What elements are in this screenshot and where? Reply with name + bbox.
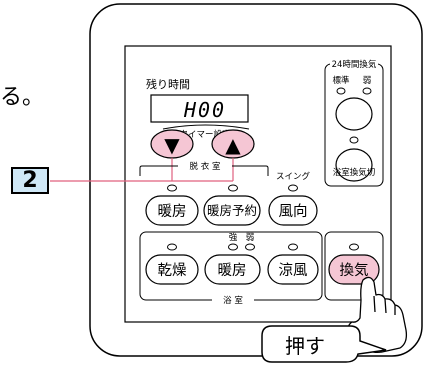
ventilation-24h-label: 24時間換気 bbox=[332, 59, 377, 70]
indicator-lamp bbox=[349, 136, 359, 144]
bath-vent-off-label: 浴室換気切 bbox=[333, 167, 376, 178]
ventilation-mode-button[interactable] bbox=[335, 97, 373, 131]
dressing-room-label: 脱 衣 室 bbox=[190, 161, 221, 172]
weak-label: 弱 bbox=[363, 76, 372, 86]
callout-line bbox=[50, 158, 234, 182]
indicator-lamp bbox=[288, 243, 298, 251]
indicator-lamp bbox=[228, 243, 238, 251]
timer-setting-bracket bbox=[162, 124, 250, 130]
intro-text-fragment: る。 bbox=[0, 85, 45, 110]
swing-label: スイング bbox=[276, 171, 311, 182]
bath-label-bg bbox=[212, 295, 254, 305]
callout-text: 押す bbox=[285, 334, 325, 358]
time-display-frame bbox=[150, 94, 249, 123]
bath-heating-label: 暖房 bbox=[218, 262, 247, 279]
strong-label: 強 bbox=[229, 232, 238, 243]
heating-reservation-label: 暖房予約 bbox=[207, 203, 257, 218]
timer-setting-label: タイマー設定 bbox=[179, 129, 231, 140]
dressing-heating-button[interactable] bbox=[145, 195, 199, 226]
wind-direction-button[interactable] bbox=[268, 195, 318, 226]
bath-vent-off-button[interactable] bbox=[335, 148, 373, 182]
heating-reservation-button[interactable] bbox=[203, 195, 261, 226]
step-number-badge: 2 bbox=[11, 167, 49, 194]
time-display: H00 bbox=[183, 98, 226, 122]
indicator-lamp bbox=[288, 184, 298, 192]
indicator-lamp bbox=[362, 87, 372, 95]
dry-label: 乾燥 bbox=[158, 262, 187, 279]
wind-direction-label: 風向 bbox=[279, 203, 308, 220]
indicator-lamp bbox=[336, 87, 346, 95]
pointing-hand-icon bbox=[347, 276, 408, 354]
ventilation-label: 換気 bbox=[340, 262, 369, 279]
up-triangle-icon: ▲ bbox=[225, 133, 241, 157]
dressing-heating-label: 暖房 bbox=[158, 203, 187, 220]
step-number: 2 bbox=[22, 168, 38, 193]
callout-bubble bbox=[261, 325, 387, 363]
ventilation-24h-label-bg bbox=[330, 58, 378, 69]
indicator-lamp bbox=[167, 184, 177, 192]
standard-label: 標準 bbox=[332, 75, 350, 86]
indicator-lamp bbox=[167, 243, 177, 251]
bath-group-label: 浴 室 bbox=[223, 295, 243, 306]
dressing-room-bracket bbox=[139, 165, 269, 176]
indicator-lamp bbox=[245, 243, 255, 251]
remaining-time-label: 残り時間 bbox=[146, 77, 190, 91]
weak-label-2: 弱 bbox=[246, 233, 255, 243]
cool-breeze-label: 涼風 bbox=[279, 262, 308, 279]
indicator-lamp bbox=[228, 184, 238, 192]
cool-breeze-button[interactable] bbox=[267, 254, 319, 285]
ventilation-button[interactable] bbox=[328, 254, 380, 285]
dry-button[interactable] bbox=[145, 254, 199, 285]
bath-heating-button[interactable] bbox=[204, 254, 261, 285]
indicator-lamp bbox=[349, 243, 359, 251]
down-triangle-icon: ▼ bbox=[164, 133, 180, 157]
